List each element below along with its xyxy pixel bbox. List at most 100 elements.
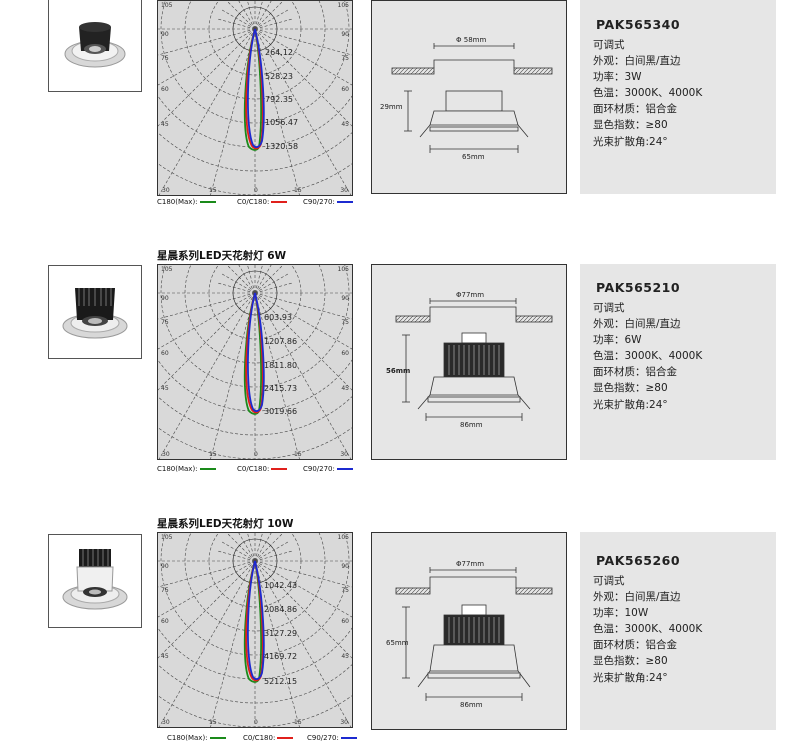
polar-label: 15 — [209, 719, 217, 726]
beam-curve-c0 — [245, 28, 264, 150]
polar-ring — [160, 533, 350, 656]
polar-label: 30 — [162, 451, 170, 458]
dim-width: 65mm — [462, 153, 485, 161]
intensity-label: 792.35 — [265, 95, 293, 104]
downlight-icon — [62, 549, 128, 610]
polar-spoke — [254, 265, 284, 294]
legend-c90: C90/270: — [303, 465, 353, 473]
dim-hole: Φ 58mm — [456, 36, 487, 44]
polar-label: 90 — [341, 295, 349, 302]
chart-legend: C180(Max): C0/C180: C90/270: — [157, 465, 357, 477]
polar-label: 15 — [294, 719, 302, 726]
polar-label: 45 — [341, 121, 349, 128]
polar-spoke — [254, 1, 272, 30]
polar-label: 60 — [341, 618, 349, 625]
polar-spoke — [254, 1, 263, 30]
spec-line: 可调式 — [593, 39, 625, 51]
spec-line: 色温：3000K、4000K — [593, 350, 703, 363]
polar-spoke — [254, 540, 290, 562]
polar-label: 60 — [341, 86, 349, 93]
polar-label: 75 — [341, 55, 349, 62]
product-photo — [48, 0, 142, 92]
beam-curve-c90 — [247, 28, 265, 148]
light-distribution-chart: 105 105 90 75 60 45 90 75 60 45 30 15 0 … — [157, 264, 353, 460]
polar-spoke — [254, 292, 352, 320]
intensity-label: 3127.29 — [264, 629, 298, 638]
intensity-label: 3019.66 — [264, 407, 298, 416]
polar-label: 90 — [341, 31, 349, 38]
polar-spoke — [254, 272, 290, 294]
polar-spoke — [158, 292, 256, 391]
spec-panel: PAK565210 可调式 外观：白间黑/直边 功率：6W 色温：3000K、4… — [580, 264, 776, 460]
polar-spoke — [254, 28, 352, 86]
dim-width: 86mm — [460, 421, 483, 429]
dim-height: 65mm — [386, 639, 409, 647]
cutout-diagram — [391, 43, 553, 153]
beam-curve-c0 — [245, 292, 264, 414]
spec-line: 功率：3W — [593, 71, 642, 84]
spec-line: 光束扩散角:24° — [593, 135, 668, 148]
polar-label: 75 — [341, 319, 349, 326]
intensity-label: 603.93 — [264, 313, 292, 322]
polar-spoke — [158, 560, 256, 659]
legend-c180: C180(Max): — [167, 734, 226, 742]
polar-label: 105 — [337, 534, 349, 541]
spec-line: 可调式 — [593, 302, 625, 314]
polar-spoke — [254, 292, 352, 350]
downlight-icon — [64, 22, 126, 68]
polar-label: 75 — [161, 55, 169, 62]
legend-c90: C90/270: — [303, 198, 353, 206]
polar-spoke — [158, 560, 256, 727]
polar-label: 60 — [161, 350, 169, 357]
chart-legend: C180(Max): C0/C180: C90/270: — [157, 734, 357, 746]
polar-spoke — [254, 292, 300, 459]
polar-spoke — [220, 8, 256, 30]
polar-label: 60 — [161, 618, 169, 625]
polar-label: 105 — [337, 266, 349, 273]
intensity-label: 2084.86 — [264, 605, 298, 614]
polar-spoke — [254, 550, 294, 562]
polar-spoke — [254, 533, 263, 562]
chart-legend: C180(Max): C0/C180: C90/270: — [157, 198, 357, 210]
intensity-label: 264.12 — [265, 48, 293, 57]
spec-line: 面环材质：铝合金 — [593, 366, 677, 379]
series-title: 星晨系列LED天花射灯 10W — [157, 518, 294, 530]
polar-spoke — [254, 28, 352, 56]
polar-spoke — [254, 28, 352, 127]
polar-ring — [160, 265, 350, 388]
polar-diagram — [158, 1, 352, 195]
polar-spoke — [220, 272, 256, 294]
polar-label: 90 — [341, 563, 349, 570]
polar-grid — [158, 265, 352, 459]
polar-label: 105 — [161, 266, 173, 273]
polar-label: 15 — [294, 451, 302, 458]
spec-line: 面环材质：铝合金 — [593, 639, 677, 652]
polar-spoke — [216, 18, 256, 30]
polar-spoke — [254, 560, 352, 618]
dim-height: 29mm — [380, 103, 403, 111]
legend-c0: C0/C180: — [237, 198, 288, 206]
polar-label: 0 — [254, 451, 258, 458]
polar-label: 15 — [209, 451, 217, 458]
dimension-drawing: Φ77mm 56mm 86mm — [371, 264, 567, 460]
model-number: PAK565260 — [596, 553, 681, 568]
polar-spoke — [226, 533, 256, 562]
intensity-label: 1207.86 — [264, 337, 298, 346]
polar-spoke — [216, 282, 256, 294]
spec-line: 显色指数：≥80 — [593, 655, 668, 668]
spec-line: 功率：10W — [593, 607, 649, 620]
polar-label: 45 — [161, 653, 169, 660]
polar-spoke — [216, 550, 256, 562]
spec-line: 面环材质：铝合金 — [593, 103, 677, 116]
dimension-drawing: Φ 58mm 29mm 65mm — [371, 0, 567, 194]
polar-diagram — [158, 265, 352, 459]
downlight-icon — [62, 288, 128, 339]
polar-spoke — [158, 28, 256, 195]
polar-spoke — [254, 282, 294, 294]
polar-label: 45 — [341, 653, 349, 660]
polar-label: 15 — [209, 187, 217, 194]
spec-line: 色温：3000K、4000K — [593, 87, 703, 100]
intensity-label: 1056.47 — [265, 118, 299, 127]
spec-panel: PAK565260 可调式 外观：白间黑/直边 功率：10W 色温：3000K、… — [580, 532, 776, 730]
dim-hole: Φ77mm — [456, 560, 485, 568]
